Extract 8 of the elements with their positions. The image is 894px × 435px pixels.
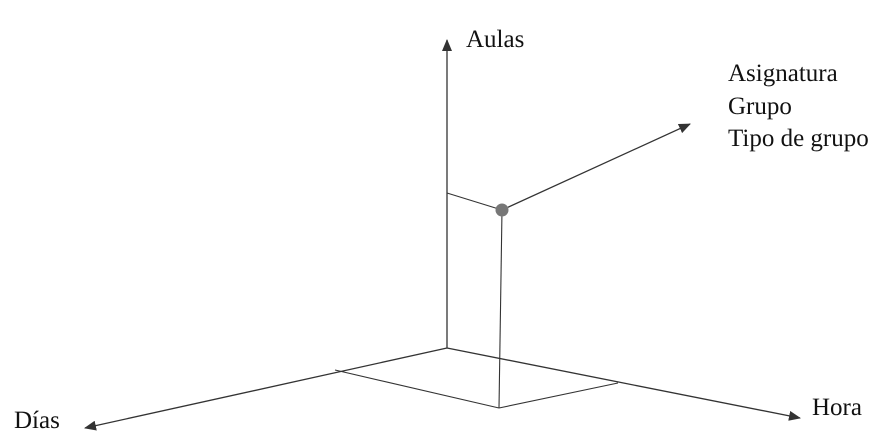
axis-label: Días	[14, 406, 60, 435]
axis-label: Hora	[812, 393, 862, 423]
attribute-label: Tipo de grupo	[728, 124, 869, 154]
attribute-label: Asignatura	[728, 59, 839, 89]
point-marker	[496, 204, 508, 216]
arrow	[508, 123, 691, 208]
axis-label: Aulas	[466, 25, 524, 55]
attribute-label: Grupo	[728, 92, 793, 122]
